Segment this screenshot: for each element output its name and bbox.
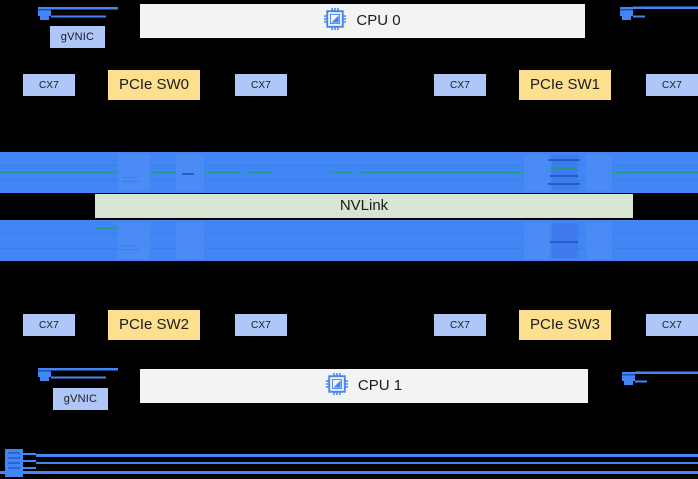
network-link-bottom — [0, 471, 698, 474]
nvlink-bar[interactable]: NVLink — [95, 194, 633, 218]
cx7-box-7[interactable]: CX7 — [646, 314, 698, 336]
cx7-label: CX7 — [38, 319, 60, 331]
network-connector-icon-bottom-right — [622, 369, 698, 389]
cx7-box-4[interactable]: CX7 — [23, 314, 75, 336]
gvnic-label: gVNIC — [60, 30, 95, 43]
cx7-label: CX7 — [38, 79, 60, 91]
pcie-switch-box-3[interactable]: PCIe SW3 — [519, 310, 611, 340]
cpu-label: CPU 1 — [357, 376, 403, 394]
cx7-label: CX7 — [661, 319, 683, 331]
cx7-label: CX7 — [661, 79, 683, 91]
cpu-box-0[interactable]: CPU 0 — [140, 4, 585, 38]
pcie-switch-label: PCIe SW2 — [118, 315, 190, 333]
cx7-box-6[interactable]: CX7 — [434, 314, 486, 336]
cx7-box-3[interactable]: CX7 — [646, 74, 698, 96]
cpu-label: CPU 0 — [356, 11, 401, 29]
pcie-switch-label: PCIe SW0 — [118, 75, 190, 93]
cx7-box-5[interactable]: CX7 — [235, 314, 287, 336]
cx7-label: CX7 — [449, 79, 471, 91]
pcie-switch-box-1[interactable]: PCIe SW1 — [519, 70, 611, 100]
gvnic-box-bottom-left[interactable]: gVNIC — [53, 388, 108, 410]
cpu-chip-icon — [325, 372, 348, 400]
gvnic-box-top-left[interactable]: gVNIC — [50, 26, 105, 48]
network-connector-icon-top-left — [38, 4, 118, 24]
gvnic-label: gVNIC — [63, 392, 98, 405]
cx7-box-2[interactable]: CX7 — [434, 74, 486, 96]
network-connector-icon-top-right — [620, 4, 698, 24]
nvlink-label: NVLink — [339, 196, 389, 214]
pcie-switch-label: PCIe SW3 — [529, 315, 601, 333]
pcie-switch-box-0[interactable]: PCIe SW0 — [108, 70, 200, 100]
gpu-row-bottom — [0, 220, 698, 261]
pcie-switch-box-2[interactable]: PCIe SW2 — [108, 310, 200, 340]
cpu-box-1[interactable]: CPU 1 — [140, 369, 588, 403]
cx7-box-1[interactable]: CX7 — [235, 74, 287, 96]
cpu-chip-icon — [324, 7, 347, 35]
cx7-label: CX7 — [250, 319, 272, 331]
network-link-middle — [36, 462, 698, 464]
cx7-box-0[interactable]: CX7 — [23, 74, 75, 96]
network-switch-icon — [2, 449, 36, 477]
network-connector-icon-bottom-left — [38, 365, 118, 385]
network-link-top — [36, 454, 698, 457]
gpu-row-top — [0, 152, 698, 193]
pcie-switch-label: PCIe SW1 — [529, 75, 601, 93]
cx7-label: CX7 — [250, 79, 272, 91]
cx7-label: CX7 — [449, 319, 471, 331]
